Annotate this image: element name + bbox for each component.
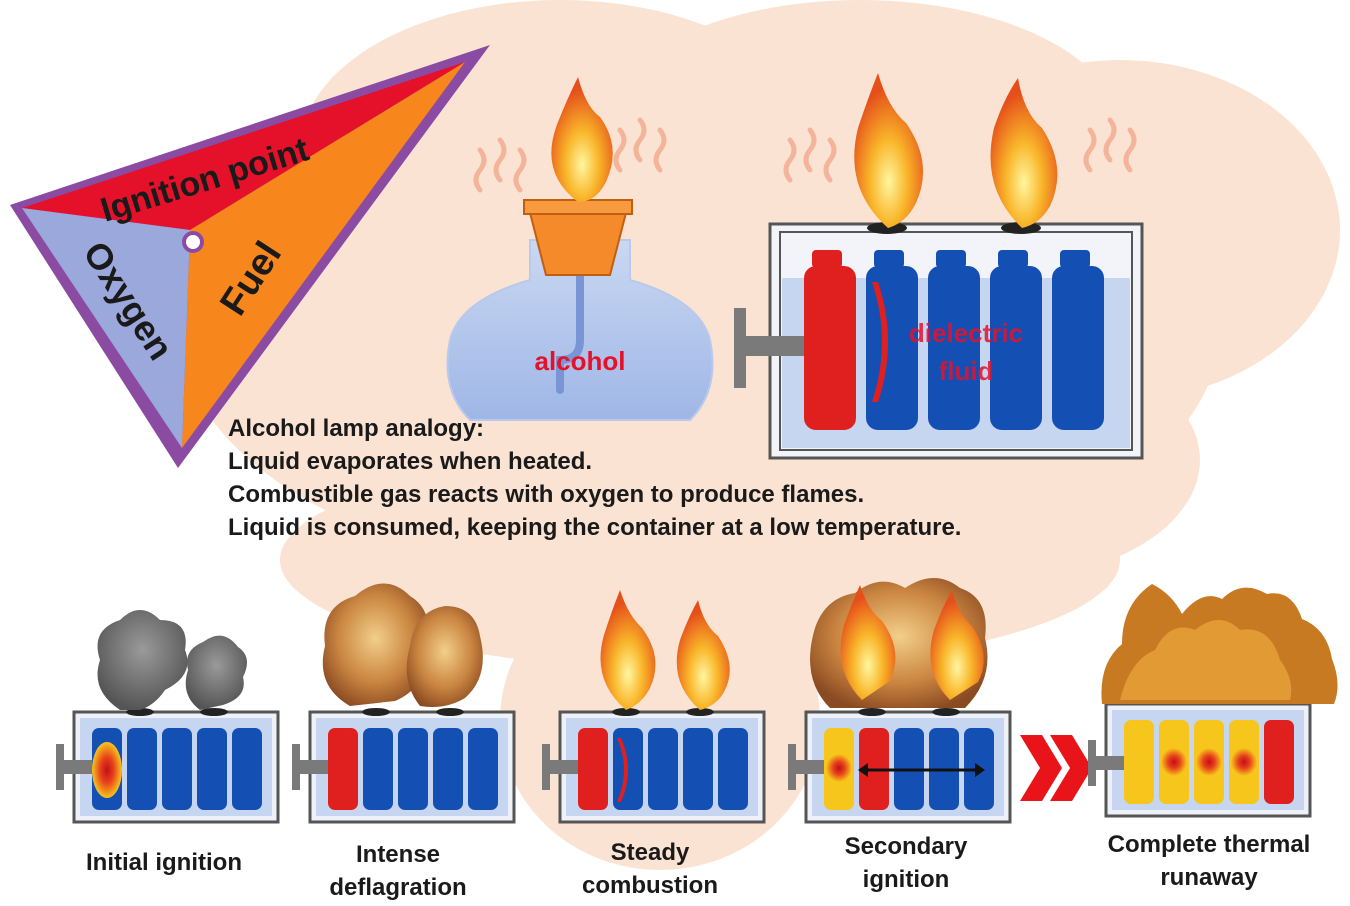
lamp-flame [551,77,613,202]
stage-4-module [788,578,1012,824]
stage-label-1-line1: Initial ignition [86,849,242,876]
stage-label-4-line2: ignition [862,866,950,893]
stage-5-module [1088,584,1338,818]
module-flame-2 [990,78,1058,228]
stage-label-5-line2: runaway [1160,864,1258,891]
large-cell-5 [1052,250,1104,430]
analogy-line-2: Combustible gas reacts with oxygen to pr… [228,481,865,508]
stage-3-module [542,590,766,824]
large-cell-3 [928,250,980,430]
stage-label-5-line1: Complete thermal [1107,831,1311,858]
triangle-center-marker [182,231,204,253]
stage-label-2: Intense deflagration [268,838,528,904]
analogy-line-1: Liquid evaporates when heated. [228,448,593,475]
analogy-line-3: Liquid is consumed, keeping the containe… [228,514,962,541]
stage-1-smoke-1 [97,610,188,710]
progression-chevron [1020,735,1092,801]
stage-label-3: Steady combustion [520,836,780,902]
stage-label-3-line1: Steady [610,839,690,866]
lamp-liquid-label: alcohol [534,346,625,376]
module-flame-1 [854,73,924,228]
stage-1-smoke-2 [185,635,247,710]
stage-2-deflagration-1 [322,583,428,706]
stage-label-4-line1: Secondary [844,833,968,860]
analogy-text-block: Alcohol lamp analogy: Liquid evaporates … [228,412,1108,544]
stage-label-5: Complete thermal runaway [1074,828,1344,894]
heat-waves [473,117,1137,193]
analogy-title: Alcohol lamp analogy: [228,415,485,442]
large-cell-1 [804,250,856,430]
stage-2-module [292,583,516,824]
stage-3-flame-2 [676,600,730,710]
module-fluid-label-1: dielectric [909,318,1023,348]
module-fluid-label-2: fluid [939,356,994,386]
stage-2-deflagration-2 [406,606,483,707]
alcohol-lamp: alcohol [446,77,714,421]
fire-triangle: Ignition point Fuel Oxygen [10,45,490,468]
stage-4-flame-1 [840,585,896,700]
stage-label-4: Secondary ignition [776,830,1036,896]
stage-1-module [56,610,280,824]
battery-module-large: dielectric fluid [734,73,1144,460]
stage-label-2-line1: Intense [355,841,441,868]
stage-label-2-line2: deflagration [329,874,467,901]
stage-label-1: Initial ignition [34,846,294,879]
large-cell-2 [866,250,918,430]
stage-4-flame-2 [930,590,984,700]
stage-label-3-line2: combustion [582,872,718,899]
stage-3-flame-1 [600,590,656,710]
large-cell-4 [990,250,1042,430]
